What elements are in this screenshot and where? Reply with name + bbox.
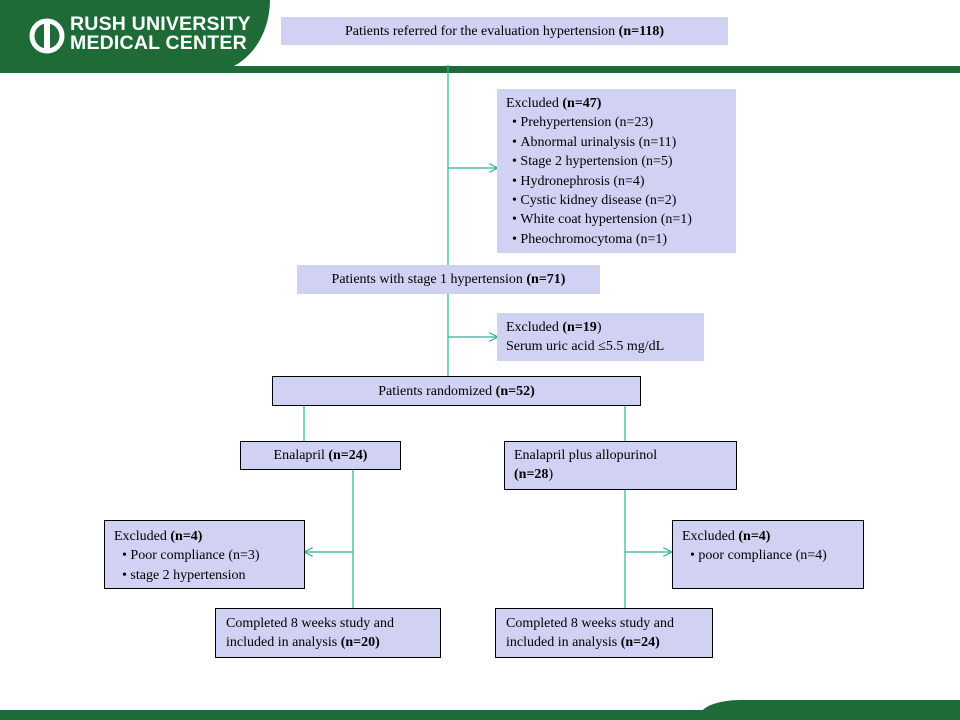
excluded1-item: White coat hypertension (n=1) bbox=[512, 210, 736, 229]
excluded2-detail: Serum uric acid ≤5.5 mg/dL bbox=[506, 339, 665, 355]
randomized-text: Patients randomized bbox=[378, 384, 496, 399]
excluded-right-box: Excluded (n=4) poor compliance (n=4) bbox=[672, 520, 864, 589]
excluded-left-box: Excluded (n=4) Poor compliance (n=3) sta… bbox=[104, 520, 305, 589]
enalapril-text: Enalapril bbox=[273, 448, 329, 463]
excluded1-count: (n=47) bbox=[562, 96, 602, 111]
excluded1-item: Prehypertension (n=23) bbox=[512, 113, 736, 132]
referred-box: Patients referred for the evaluation hyp… bbox=[281, 17, 728, 45]
completed-left-line2: included in analysis bbox=[226, 635, 341, 651]
excluded-right-item: poor compliance (n=4) bbox=[690, 546, 863, 565]
excluded1-item: Stage 2 hypertension (n=5) bbox=[512, 152, 736, 171]
excluded1-item: Cystic kidney disease (n=2) bbox=[512, 191, 736, 210]
referred-text: Patients referred for the evaluation hyp… bbox=[344, 24, 619, 39]
excluded2-close: ) bbox=[596, 320, 602, 335]
completed-right-box: Completed 8 weeks study and included in … bbox=[495, 608, 713, 658]
excluded-box-1: Excluded (n=47) Prehypertension (n=23) A… bbox=[497, 89, 736, 253]
header-rule bbox=[0, 66, 960, 73]
completed-left-count: (n=20) bbox=[340, 635, 380, 651]
enalapril-count: (n=24) bbox=[328, 448, 368, 463]
excluded-left-title: Excluded bbox=[114, 529, 171, 544]
logo-line1: RUSH UNIVERSITY bbox=[70, 13, 251, 35]
completed-left-box: Completed 8 weeks study and included in … bbox=[215, 608, 441, 658]
excluded-left-item: Poor compliance (n=3) bbox=[122, 546, 304, 565]
logo-text: RUSH UNIVERSITY MEDICAL CENTER bbox=[70, 13, 251, 54]
randomized-count: (n=52) bbox=[495, 384, 535, 399]
combo-close: ) bbox=[548, 467, 554, 483]
randomized-box: Patients randomized (n=52) bbox=[272, 376, 641, 406]
excluded-right-count: (n=4) bbox=[738, 529, 771, 544]
excluded1-item: Hydronephrosis (n=4) bbox=[512, 172, 736, 191]
completed-right-line2: included in analysis bbox=[506, 635, 621, 651]
excluded1-item: Pheochromocytoma (n=1) bbox=[512, 230, 736, 249]
combo-text: Enalapril plus allopurinol bbox=[514, 448, 658, 463]
completed-right-count: (n=24) bbox=[620, 635, 660, 651]
excluded-right-title: Excluded bbox=[682, 529, 739, 544]
logo-line2: MEDICAL CENTER bbox=[70, 32, 247, 54]
excluded-left-item: stage 2 hypertension bbox=[122, 566, 304, 585]
stage1-text: Patients with stage 1 hypertension bbox=[331, 272, 527, 287]
excluded-left-count: (n=4) bbox=[170, 529, 203, 544]
stage1-box: Patients with stage 1 hypertension (n=71… bbox=[297, 265, 600, 294]
excluded-box-2: Excluded (n=19) Serum uric acid ≤5.5 mg/… bbox=[497, 313, 704, 361]
enalapril-box: Enalapril (n=24) bbox=[240, 441, 401, 470]
rush-logo-icon bbox=[29, 18, 65, 54]
combo-box: Enalapril plus allopurinol (n=28) bbox=[504, 441, 737, 490]
completed-left-line1: Completed 8 weeks study and bbox=[226, 616, 394, 631]
excluded1-item: Abnormal urinalysis (n=11) bbox=[512, 133, 736, 152]
completed-right-line1: Completed 8 weeks study and bbox=[506, 616, 674, 631]
stage1-count: (n=71) bbox=[526, 272, 566, 287]
excluded2-title: Excluded bbox=[506, 320, 563, 335]
footer-band bbox=[0, 710, 960, 720]
excluded2-count: (n=19 bbox=[562, 320, 597, 335]
excluded1-title: Excluded bbox=[506, 96, 563, 111]
referred-count: (n=118) bbox=[618, 24, 664, 39]
combo-count: (n=28 bbox=[514, 467, 549, 483]
